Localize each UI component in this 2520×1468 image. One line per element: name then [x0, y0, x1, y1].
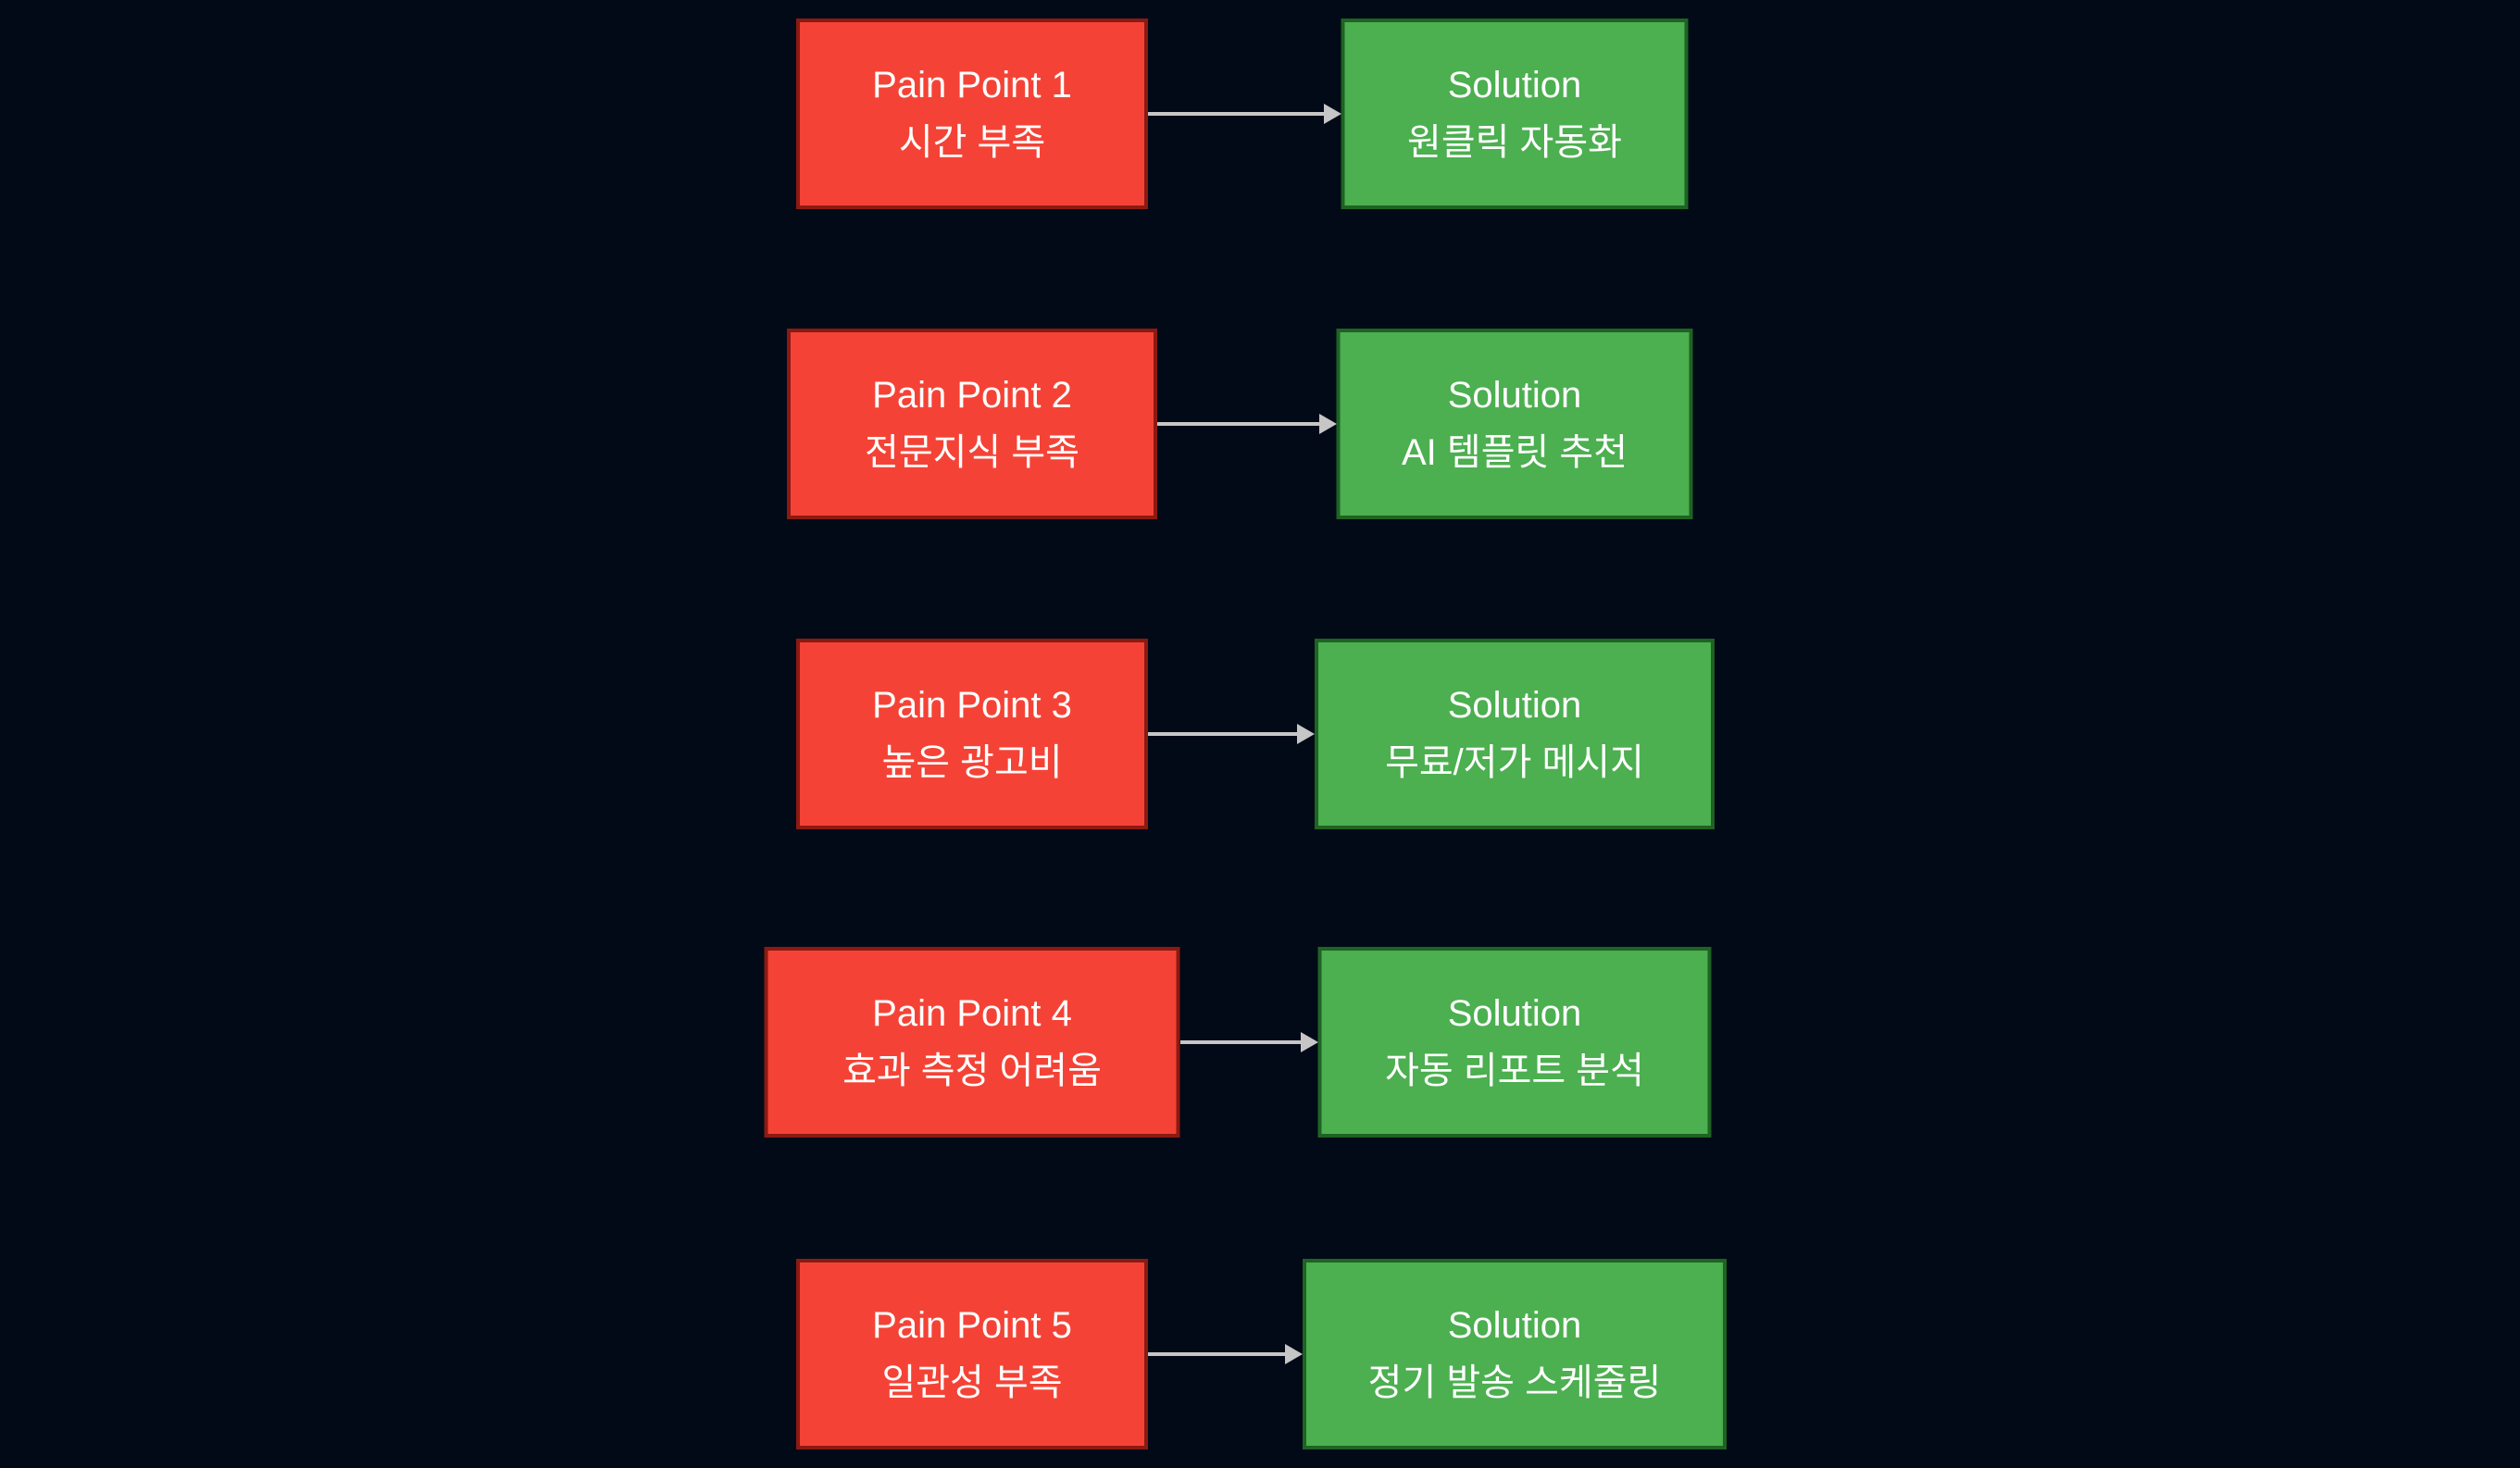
solution-node-3: Solution 무료/저가 메시지 [1315, 639, 1715, 829]
pain-to-solution-arrow-line [1157, 422, 1321, 426]
diagram-row-2: Pain Point 2 전문지식 부족 Solution AI 템플릿 추천 [0, 329, 2520, 519]
solution-node-2: Solution AI 템플릿 추천 [1336, 329, 1693, 519]
solution-title: Solution [1447, 993, 1582, 1034]
solution-title: Solution [1447, 65, 1582, 106]
solution-node-1: Solution 원클릭 자동화 [1341, 19, 1689, 209]
pain-point-title: Pain Point 3 [872, 685, 1072, 726]
solution-detail: AI 템플릿 추천 [1401, 432, 1628, 473]
pain-point-title: Pain Point 5 [872, 1305, 1072, 1346]
solution-detail: 원클릭 자동화 [1407, 122, 1622, 163]
pain-point-detail: 일관성 부족 [881, 1362, 1063, 1403]
solution-node-4: Solution 자동 리포트 분석 [1317, 947, 1712, 1138]
pain-point-node-4: Pain Point 4 효과 측정 어려움 [764, 947, 1180, 1138]
solution-node-5: Solution 정기 발송 스케줄링 [1303, 1259, 1727, 1449]
pain-point-node-1: Pain Point 1 시간 부족 [796, 19, 1148, 209]
pain-point-detail: 시간 부족 [898, 122, 1046, 163]
pain-point-title: Pain Point 2 [872, 375, 1072, 416]
pain-point-title: Pain Point 1 [872, 65, 1072, 106]
diagram-row-4: Pain Point 4 효과 측정 어려움 Solution 자동 리포트 분… [0, 947, 2520, 1138]
pain-point-detail: 효과 측정 어려움 [842, 1051, 1102, 1091]
pain-to-solution-arrow-line [1148, 732, 1299, 736]
pain-point-detail: 전문지식 부족 [865, 432, 1079, 473]
pain-point-title: Pain Point 4 [872, 993, 1072, 1034]
solution-detail: 정기 발송 스케줄링 [1367, 1362, 1662, 1403]
pain-to-solution-arrow-line [1179, 1040, 1303, 1044]
diagram-row-3: Pain Point 3 높은 광고비 Solution 무료/저가 메시지 [0, 639, 2520, 829]
solution-detail: 무료/저가 메시지 [1385, 742, 1644, 783]
pain-point-detail: 높은 광고비 [881, 742, 1063, 783]
arrowhead-icon [1323, 104, 1341, 124]
solution-title: Solution [1447, 685, 1582, 726]
solution-title: Solution [1447, 1305, 1582, 1346]
pain-to-solution-arrow-line [1148, 112, 1326, 116]
solution-title: Solution [1447, 375, 1582, 416]
diagram-row-5: Pain Point 5 일관성 부족 Solution 정기 발송 스케줄링 [0, 1259, 2520, 1449]
solution-detail: 자동 리포트 분석 [1385, 1051, 1644, 1091]
pain-point-node-5: Pain Point 5 일관성 부족 [796, 1259, 1148, 1449]
arrowhead-icon [1297, 724, 1315, 744]
pain-point-node-2: Pain Point 2 전문지식 부족 [787, 329, 1157, 519]
arrowhead-icon [1318, 414, 1337, 434]
pain-to-solution-arrow-line [1148, 1352, 1287, 1356]
arrowhead-icon [1285, 1344, 1303, 1364]
diagram-row-1: Pain Point 1 시간 부족 Solution 원클릭 자동화 [0, 19, 2520, 209]
arrowhead-icon [1300, 1032, 1318, 1052]
pain-point-node-3: Pain Point 3 높은 광고비 [796, 639, 1148, 829]
